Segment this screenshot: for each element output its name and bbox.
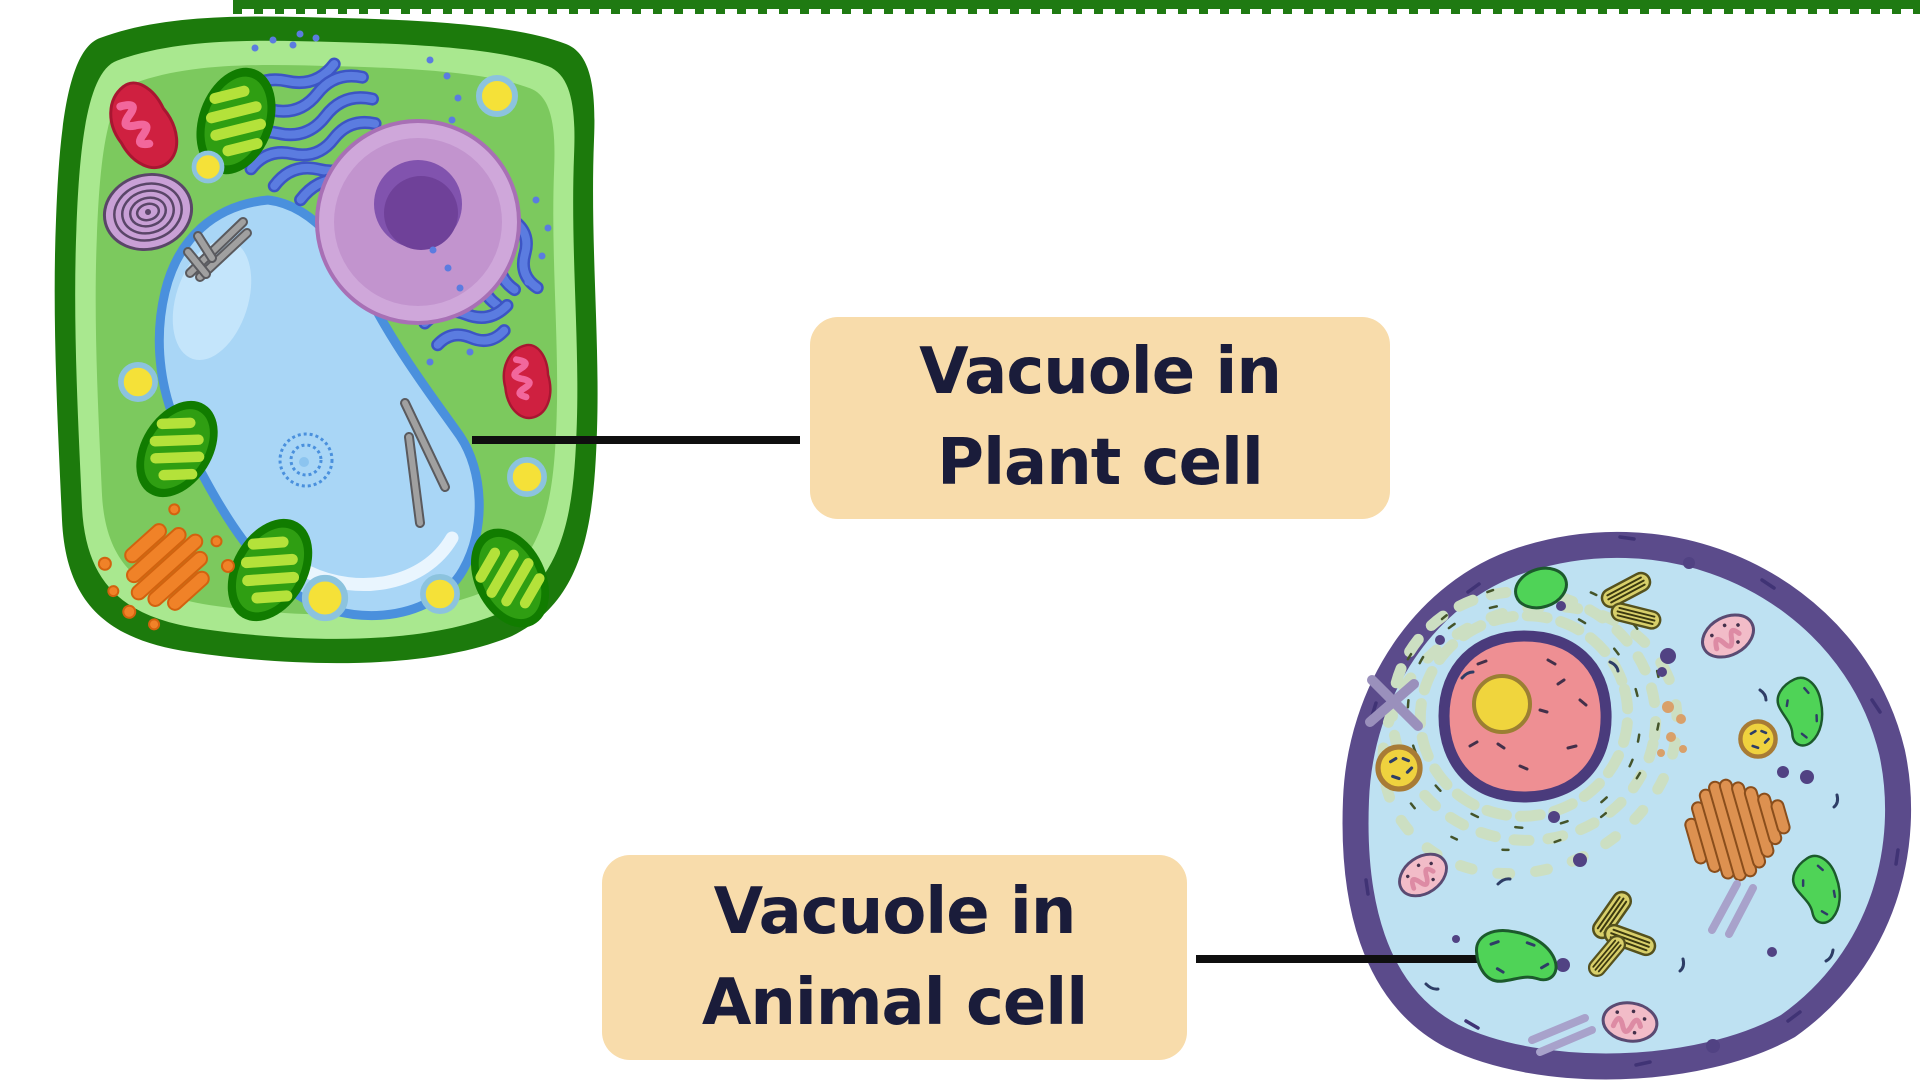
plant-ribosome-dots [251, 30, 552, 366]
plant-spiral-organelle [102, 172, 194, 252]
chromosome-x-shape [1365, 675, 1423, 731]
vesicle-dots [1435, 557, 1814, 1053]
label-vacuole-animal-cell: Vacuole in Animal cell [602, 855, 1187, 1060]
chromatin-dashes [1468, 658, 1588, 771]
label-line: Vacuole in [713, 874, 1077, 949]
plant-central-vacuole [154, 195, 484, 620]
plant-nucleolus [374, 160, 462, 250]
cytoskeleton-rods [1528, 880, 1757, 1056]
label-line: Plant cell [937, 426, 1264, 500]
vacuole-inclusion-body [278, 432, 334, 488]
animal-nucleus [1438, 630, 1612, 803]
lysosome [1378, 747, 1420, 789]
label-line: Vacuole in [919, 335, 1282, 410]
cropped-top-border-strip [233, 0, 1920, 14]
animal-nucleolus [1472, 674, 1532, 734]
raphide-crystals [183, 217, 450, 528]
lysosome [1740, 721, 1775, 756]
plant-vesicle [479, 78, 515, 114]
plant-vesicle [510, 460, 544, 494]
secretory-granules [1657, 701, 1687, 757]
plant-golgi-apparatus [97, 503, 235, 631]
animal-green-organelle [1514, 566, 1568, 610]
plant-vesicle [305, 578, 345, 618]
animal-cell-illustration [1342, 531, 1912, 1080]
plant-nucleus [315, 119, 521, 325]
plant-cell-illustration [54, 16, 598, 664]
cytoplasm-dashes [1424, 660, 1840, 991]
animal-golgi-apparatus [1684, 778, 1791, 882]
plant-vesicle [194, 153, 222, 181]
plant-vesicle [121, 365, 155, 399]
label-vacuole-plant-cell: Vacuole in Plant cell [810, 317, 1390, 519]
label-line: Animal cell [701, 965, 1088, 1040]
plant-vesicle [423, 577, 457, 611]
membrane-texture-dashes [1364, 535, 1900, 1067]
